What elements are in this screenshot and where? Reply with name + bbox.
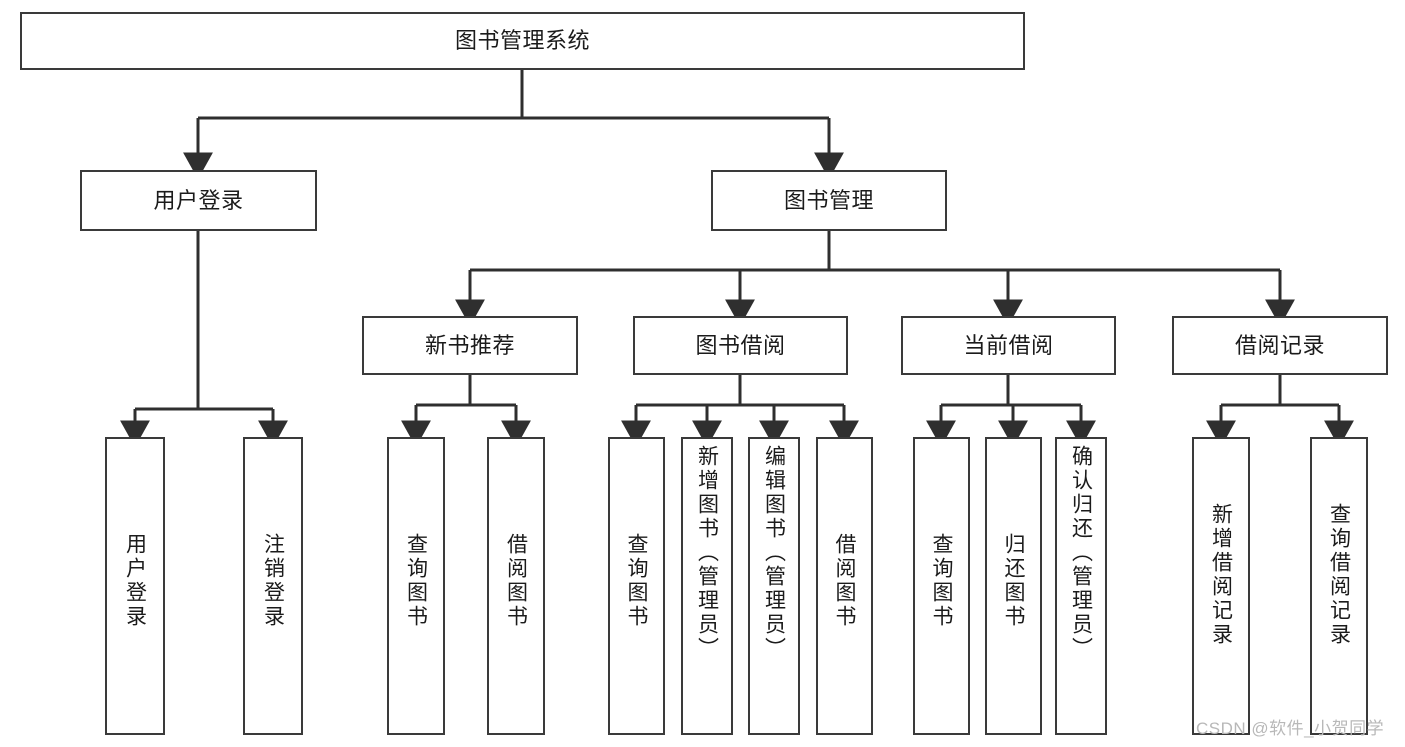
leaf-user-login[interactable]: 用户登录 (105, 437, 165, 735)
edge-group-user-login (120, 231, 288, 448)
leaf-query-borrow-record-label: 查询借阅记录 (1327, 503, 1351, 647)
leaf-return-book[interactable]: 归还图书 (985, 437, 1042, 735)
leaf-add-book-admin-label: 新增图书（管理员） (695, 445, 719, 661)
leaf-confirm-return-admin-label: 确认归还（管理员） (1069, 445, 1093, 661)
edge-group-root (183, 70, 844, 180)
leaf-add-book-admin[interactable]: 新增图书（管理员） (681, 437, 733, 735)
node-book-management-label: 图书管理 (783, 187, 874, 213)
edge-group-current-borrow (926, 375, 1096, 448)
node-new-book-recommend[interactable]: 新书推荐 (362, 316, 578, 375)
edge-group-new-book (401, 375, 531, 448)
leaf-borrow-book-new[interactable]: 借阅图书 (487, 437, 545, 735)
node-current-borrow-label: 当前借阅 (963, 332, 1054, 358)
node-borrow-records-label: 借阅记录 (1234, 332, 1325, 358)
edge-group-records (1206, 375, 1354, 448)
leaf-borrow-book-new-label: 借阅图书 (504, 533, 528, 629)
leaf-query-book-current[interactable]: 查询图书 (913, 437, 970, 735)
leaf-query-book-current-label: 查询图书 (930, 533, 953, 629)
leaf-edit-book-admin[interactable]: 编辑图书（管理员） (748, 437, 800, 735)
node-book-borrow-label: 图书借阅 (695, 332, 786, 358)
node-root[interactable]: 图书管理系统 (20, 12, 1025, 70)
node-book-borrow[interactable]: 图书借阅 (633, 316, 848, 375)
leaf-user-login-label: 用户登录 (123, 533, 147, 629)
leaf-add-borrow-record[interactable]: 新增借阅记录 (1192, 437, 1250, 735)
node-new-book-recommend-label: 新书推荐 (424, 332, 515, 358)
node-borrow-records[interactable]: 借阅记录 (1172, 316, 1388, 375)
edge-group-book-mgmt (455, 231, 1295, 327)
leaf-borrow-book[interactable]: 借阅图书 (816, 437, 873, 735)
node-book-management[interactable]: 图书管理 (711, 170, 947, 231)
leaf-user-logout[interactable]: 注销登录 (243, 437, 303, 735)
leaf-query-book-new-label: 查询图书 (404, 533, 428, 629)
leaf-query-book-borrow-label: 查询图书 (625, 533, 648, 629)
leaf-confirm-return-admin[interactable]: 确认归还（管理员） (1055, 437, 1107, 735)
csdn-watermark: CSDN @软件_小贺同学 (1196, 719, 1385, 738)
node-current-borrow[interactable]: 当前借阅 (901, 316, 1116, 375)
leaf-user-logout-label: 注销登录 (261, 533, 285, 629)
leaf-borrow-book-label: 借阅图书 (833, 533, 856, 629)
leaf-edit-book-admin-label: 编辑图书（管理员） (762, 445, 786, 661)
node-root-label: 图书管理系统 (454, 28, 590, 54)
node-user-login-label: 用户登录 (153, 187, 244, 213)
leaf-add-borrow-record-label: 新增借阅记录 (1209, 503, 1233, 647)
leaf-query-borrow-record[interactable]: 查询借阅记录 (1310, 437, 1368, 735)
leaf-return-book-label: 归还图书 (1002, 533, 1025, 629)
leaf-query-book-new[interactable]: 查询图书 (387, 437, 445, 735)
node-user-login[interactable]: 用户登录 (80, 170, 317, 231)
leaf-query-book-borrow[interactable]: 查询图书 (608, 437, 665, 735)
edge-group-borrow (621, 375, 859, 448)
